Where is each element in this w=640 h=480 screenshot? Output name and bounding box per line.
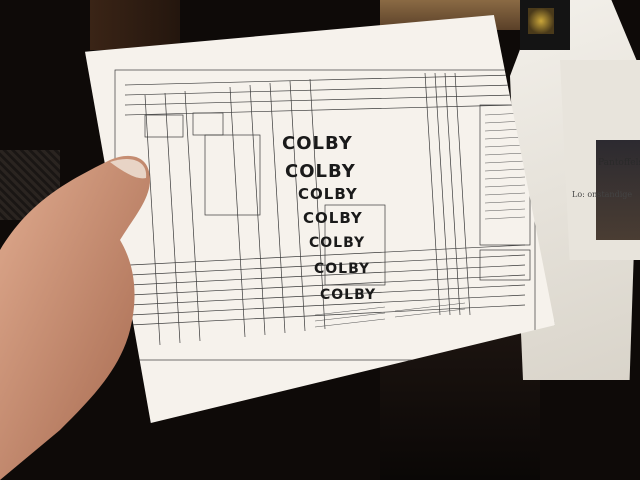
wood-panel [90,0,180,50]
brand-print: COLBY [309,235,366,251]
shirt-text: Pantoffelshopy [598,158,640,168]
brand-print: COLBY [298,185,358,203]
brand-print: COLBY [282,133,353,154]
brand-print: COLBY [303,209,363,227]
brand-print: COLBY [314,261,371,277]
brand-print: COLBY [320,287,377,303]
hand [0,155,150,480]
brand-print: COLBY [285,161,356,182]
shirt-print-graphic [528,8,554,34]
shirt-artwork [596,140,640,240]
shirt-text-secondary: Lo: onstandige [572,190,633,199]
